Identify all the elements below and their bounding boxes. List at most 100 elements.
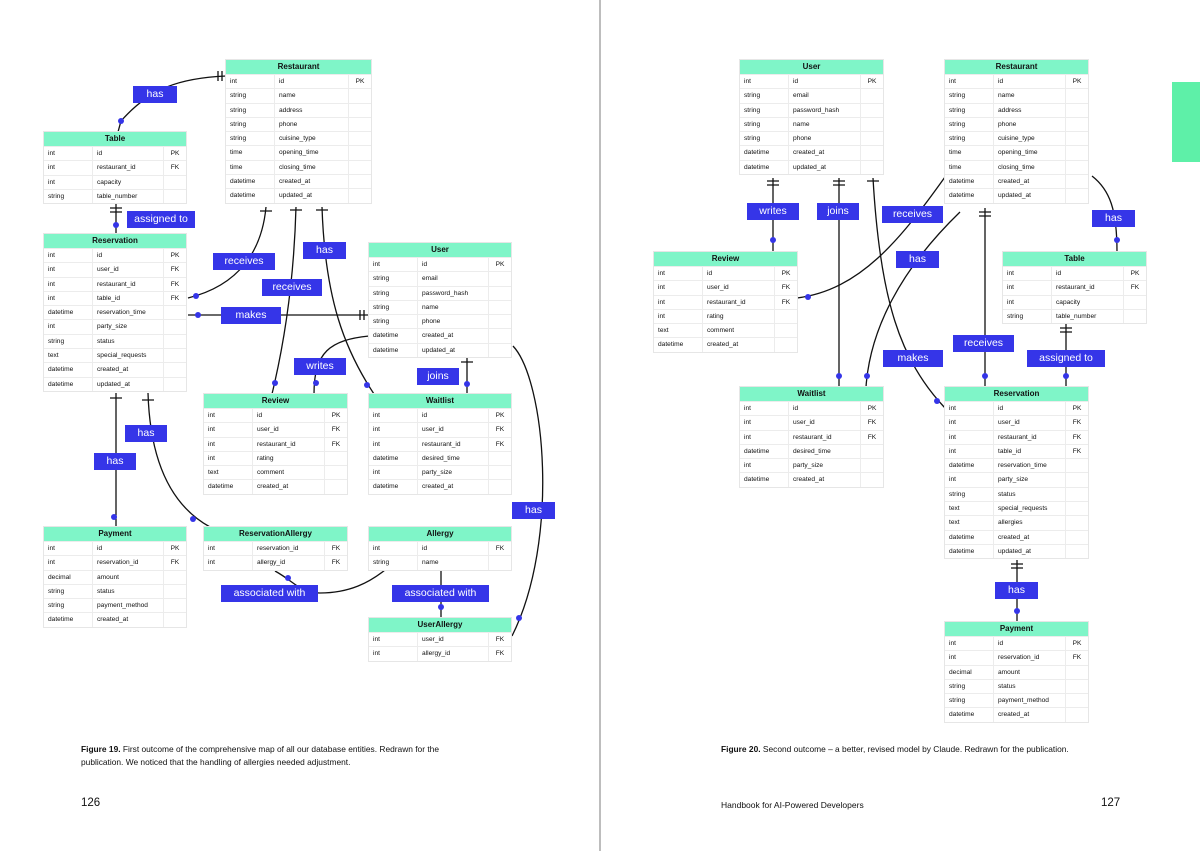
field-key <box>164 176 186 189</box>
relation-label: receives <box>882 206 943 223</box>
field-type: int <box>204 409 253 423</box>
field-name: updated_at <box>994 544 1066 559</box>
field-name: amount <box>93 570 164 584</box>
page-number-right: 127 <box>1101 797 1121 809</box>
field-key: FK <box>781 298 791 306</box>
field-name: user_id <box>789 416 861 430</box>
field-name: cuisine_type <box>275 132 349 146</box>
field-name: reservation_id <box>93 556 164 570</box>
field-type: int <box>945 402 994 416</box>
relation-label: has <box>995 582 1038 599</box>
field-key: FK <box>1072 419 1082 427</box>
field-name: id <box>418 409 489 423</box>
field-key <box>775 324 797 337</box>
field-key <box>164 349 186 362</box>
field-name: created_at <box>253 480 325 494</box>
field-key: PK <box>331 412 341 419</box>
field-type: datetime <box>945 459 994 473</box>
field-type: string <box>369 315 418 329</box>
field-key <box>489 272 511 285</box>
field-key <box>489 466 511 479</box>
line-restaurant-waitlist <box>321 206 375 395</box>
field-key <box>1066 104 1088 117</box>
field-type: text <box>44 349 93 363</box>
field-key <box>861 445 883 458</box>
field-type: int <box>369 542 418 556</box>
field-type: int <box>204 542 253 556</box>
field-name: phone <box>418 315 489 329</box>
field-type: int <box>369 258 418 272</box>
field-type: datetime <box>740 473 789 487</box>
field-type: string <box>1003 309 1052 324</box>
field-key <box>489 287 511 300</box>
field-name: status <box>93 334 164 349</box>
field-type: datetime <box>945 544 994 559</box>
field-name: reservation_id <box>253 542 325 556</box>
field-type: string <box>945 132 994 146</box>
page-divider <box>599 0 601 851</box>
field-key <box>861 473 883 486</box>
field-name: allergy_id <box>253 556 325 570</box>
relation-label: joins <box>417 368 459 385</box>
field-type: int <box>204 437 253 451</box>
field-name: table_number <box>1052 309 1124 324</box>
field-key <box>775 310 797 323</box>
field-type: int <box>204 556 253 570</box>
field-type: int <box>1003 295 1052 309</box>
field-key <box>1066 175 1088 188</box>
field-name: restaurant_id <box>418 437 489 451</box>
field-name: id <box>93 249 164 263</box>
field-name: id <box>703 267 775 281</box>
field-type: int <box>945 651 994 665</box>
field-type: time <box>226 146 275 160</box>
field-type: int <box>44 147 93 161</box>
field-type: int <box>44 263 93 277</box>
field-type: int <box>369 409 418 423</box>
field-type: string <box>369 286 418 300</box>
field-key: PK <box>867 405 877 412</box>
relation-label: assigned to <box>127 211 195 228</box>
field-name: status <box>994 679 1066 694</box>
field-name: restaurant_id <box>93 161 164 175</box>
caption-text: Second outcome – a better, revised model… <box>760 744 1069 754</box>
field-key: PK <box>170 150 180 157</box>
field-name: id <box>1052 267 1124 281</box>
field-key <box>164 190 186 203</box>
field-name: created_at <box>418 480 489 494</box>
field-name: phone <box>994 117 1066 132</box>
field-key <box>1066 666 1088 679</box>
field-type: string <box>945 679 994 694</box>
field-type: datetime <box>226 175 275 189</box>
field-type: datetime <box>740 146 789 160</box>
field-key <box>861 118 883 131</box>
page-number-left: 126 <box>81 797 101 809</box>
field-type: int <box>44 175 93 189</box>
field-name: restaurant_id <box>994 430 1066 444</box>
field-type: datetime <box>44 363 93 377</box>
entity-title: Review <box>654 252 797 266</box>
field-type: string <box>945 487 994 502</box>
